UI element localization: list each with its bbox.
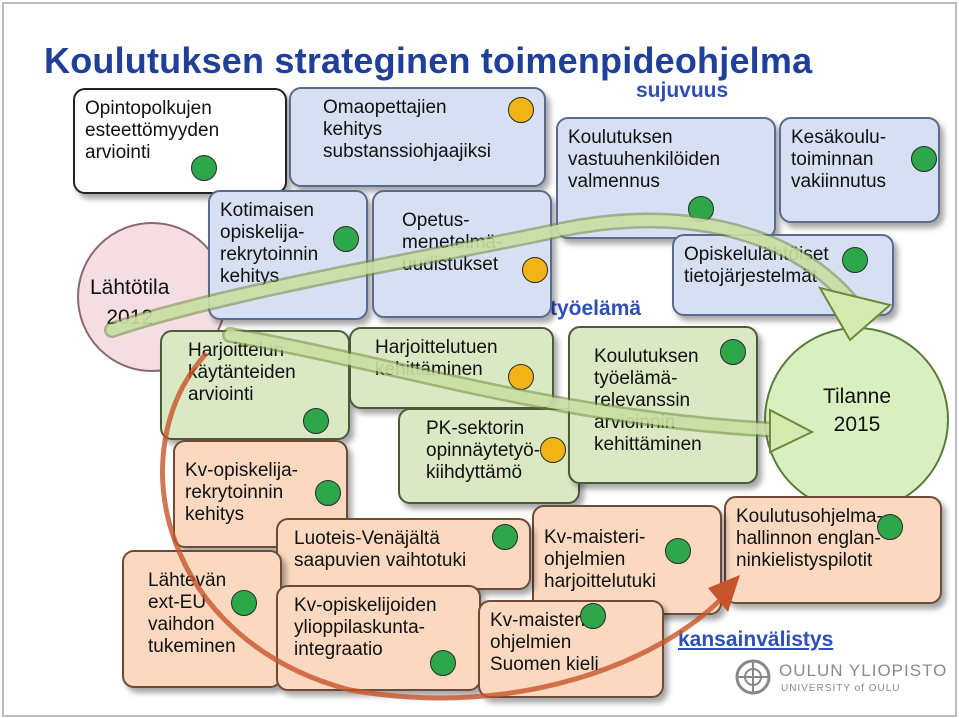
box-kesakoulutoiminta: Kesäkoulu- toiminnan vakiinnutus bbox=[779, 117, 940, 223]
box-kvmaisterisuomi-text: Kv-maisteri- ohjelmien Suomen kieli bbox=[490, 610, 599, 675]
green-dot-icon bbox=[665, 538, 691, 564]
green-dot-icon bbox=[333, 226, 359, 252]
logo-line1: OULUN YLIOPISTO bbox=[779, 661, 948, 680]
green-dot-icon bbox=[231, 590, 257, 616]
label-sujuvuus: sujuvuus bbox=[636, 79, 729, 102]
green-dot-icon bbox=[492, 524, 518, 550]
box-kesakoulutoiminta-text: Kesäkoulu- toiminnan vakiinnutus bbox=[791, 127, 887, 192]
green-dot-icon bbox=[877, 514, 903, 540]
label-kansainvalistys: kansainvälistys bbox=[678, 628, 834, 651]
yellow-dot-icon bbox=[540, 437, 566, 463]
green-dot-icon bbox=[430, 650, 456, 676]
box-kvmaisteriharj: Kv-maisteri- ohjelmien harjoittelutuki bbox=[532, 505, 722, 615]
box-lahtevan: Lähtevän ext-EU vaihdon tukeminen bbox=[122, 550, 282, 688]
box-luoteis-text: Luoteis-Venäjältä saapuvien vaihtotuki bbox=[294, 528, 467, 571]
logo-line2: UNIVERSITY of OULU bbox=[781, 683, 901, 694]
box-vastuuhenkilot: Koulutuksen vastuuhenkilöiden valmennus bbox=[556, 117, 776, 239]
end-label: Tilanne 2015 bbox=[822, 385, 892, 436]
box-koulutusohjelma: Koulutusohjelma- hallinnon englan- ninki… bbox=[724, 496, 942, 604]
box-kvmaisterisuomi: Kv-maisteri- ohjelmien Suomen kieli bbox=[478, 600, 664, 698]
box-opiskelulahtoiset: Opiskelulähtöiset tietojärjestelmät bbox=[672, 234, 894, 316]
label-tyoelama: työelämä bbox=[550, 297, 642, 320]
start-label: Lähtötila 2012 bbox=[90, 276, 170, 329]
green-dot-icon bbox=[580, 603, 606, 629]
university-logo: OULUN YLIOPISTO UNIVERSITY of OULU bbox=[735, 653, 946, 701]
box-vastuuhenkilot-text: Koulutuksen vastuuhenkilöiden valmennus bbox=[568, 127, 721, 192]
yellow-dot-icon bbox=[508, 364, 534, 390]
box-luoteis: Luoteis-Venäjältä saapuvien vaihtotuki bbox=[276, 518, 531, 590]
box-koulutusohjelma-text: Koulutusohjelma- hallinnon englan- ninki… bbox=[736, 506, 883, 571]
box-opintopolkujen-text: Opintopolkujen esteettömyyden arviointi bbox=[85, 98, 220, 163]
box-opetusmenetelma-text: Opetus- menetelmä- uudistukset bbox=[402, 210, 503, 275]
green-dot-icon bbox=[303, 408, 329, 434]
page-title: Koulutuksen strateginen toimenpideohjelm… bbox=[44, 40, 813, 81]
box-harjoittelun-text: Harjoittelun käytänteiden arviointi bbox=[188, 340, 296, 405]
university-emblem-icon bbox=[735, 659, 771, 695]
yellow-dot-icon bbox=[522, 257, 548, 283]
green-dot-icon bbox=[315, 480, 341, 506]
box-opetusmenetelma: Opetus- menetelmä- uudistukset bbox=[372, 190, 552, 318]
box-kvopiskelija-text: Kv-opiskelija- rekrytoinnin kehitys bbox=[185, 460, 298, 525]
box-opintopolkujen: Opintopolkujen esteettömyyden arviointi bbox=[73, 88, 287, 194]
green-dot-icon bbox=[911, 146, 937, 172]
green-dot-icon bbox=[720, 339, 746, 365]
box-omaopettajien: Omaopettajien kehitys substanssiohjaajik… bbox=[289, 87, 546, 187]
green-dot-icon bbox=[688, 196, 714, 222]
box-kotimaisen: Kotimaisen opiskelija- rekrytoinnin kehi… bbox=[208, 190, 368, 320]
box-omaopettajien-text: Omaopettajien kehitys substanssiohjaajik… bbox=[323, 97, 491, 162]
box-kvopiskelijoiden: Kv-opiskelijoiden ylioppilaskunta- integ… bbox=[276, 585, 481, 691]
green-dot-icon bbox=[191, 155, 217, 181]
green-dot-icon bbox=[842, 247, 868, 273]
yellow-dot-icon bbox=[508, 97, 534, 123]
